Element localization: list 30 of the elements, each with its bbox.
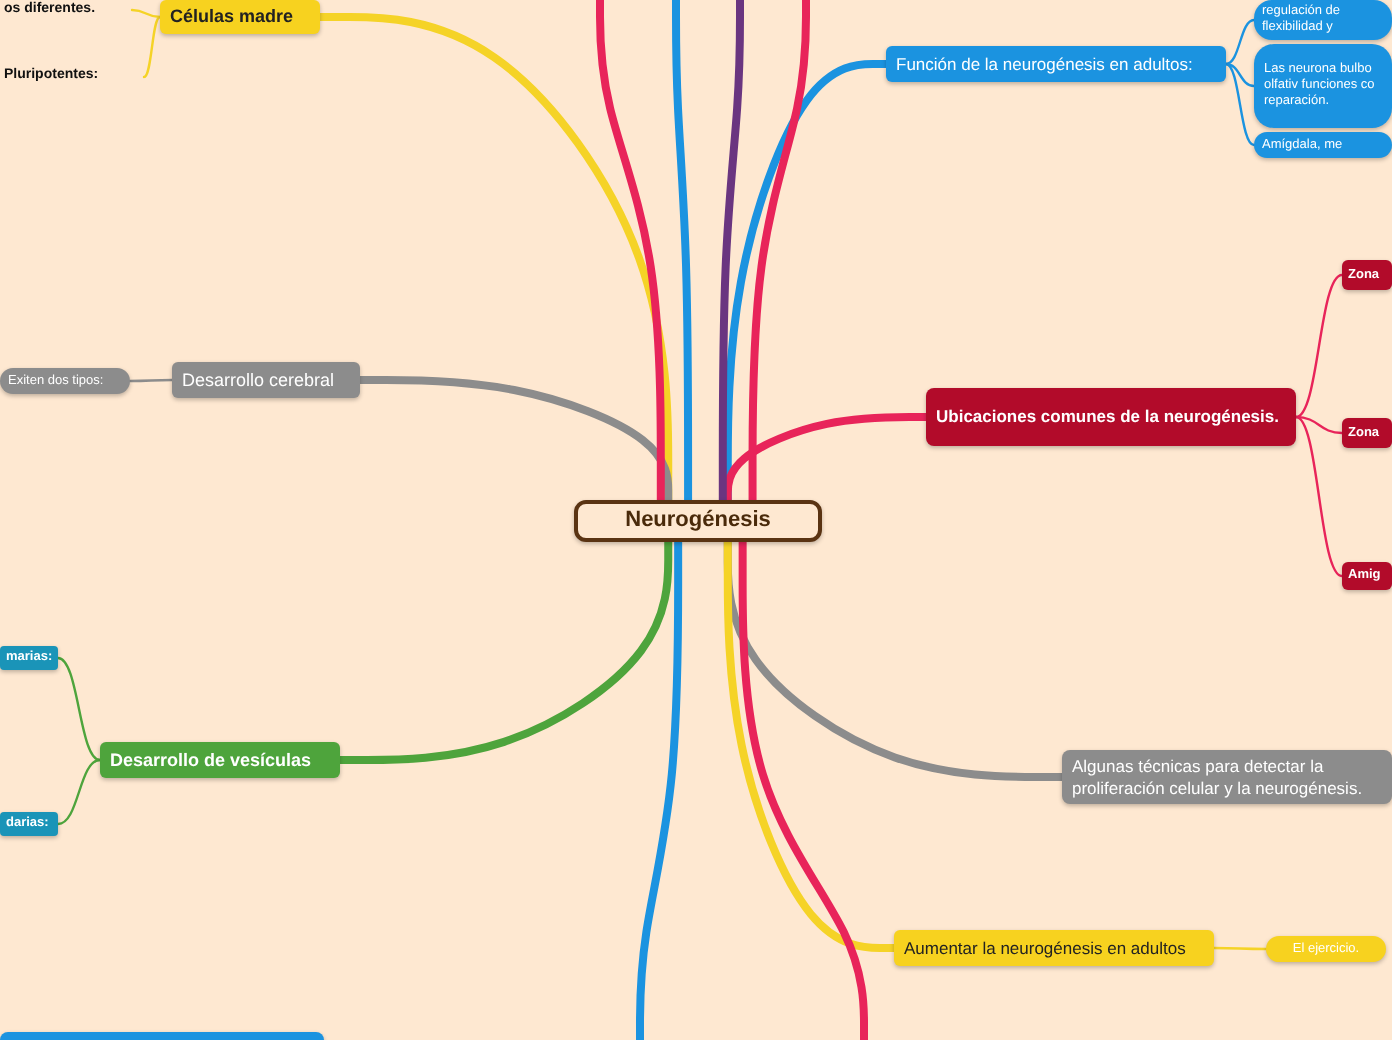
branch-line: [128, 378, 174, 383]
branch-line: [636, 538, 683, 1040]
branch-line: [723, 413, 930, 504]
branch-line: [1294, 273, 1344, 419]
topic-box: Aumentar la neurogénesis en adultos: [894, 930, 1214, 966]
topic-box: Función de la neurogénesis en adultos:: [886, 46, 1226, 82]
branch-line: [1212, 946, 1268, 951]
branch-line: [1294, 415, 1344, 435]
branch-line: [672, 0, 693, 504]
branch-line: [1224, 18, 1256, 66]
branch-line: [336, 538, 673, 764]
branch-line: [130, 8, 162, 19]
branch-line: [356, 376, 673, 504]
branch-line: [56, 656, 102, 762]
branch-line: [748, 0, 810, 504]
topic-box: Desarrollo de vesículas: [100, 742, 340, 778]
branch-line: [1294, 415, 1344, 578]
central-topic-box: Neurogénesis: [574, 500, 822, 542]
branch-line: [142, 15, 162, 79]
branch-line: [596, 0, 665, 504]
branch-line: [738, 538, 868, 1040]
topic-box: Ubicaciones comunes de la neurogénesis.: [926, 388, 1296, 446]
branch-line: [1224, 62, 1256, 88]
branch-line: [723, 538, 898, 952]
topic-box: Algunas técnicas para detectar la proliferación celular y la neurogénesis.: [1062, 750, 1392, 804]
branch-line: [718, 0, 744, 504]
branch-line: [1224, 62, 1256, 147]
topic-box: Desarrollo cerebral: [172, 362, 360, 398]
branch-line: [56, 758, 102, 826]
topic-box: Células madre: [160, 0, 320, 34]
